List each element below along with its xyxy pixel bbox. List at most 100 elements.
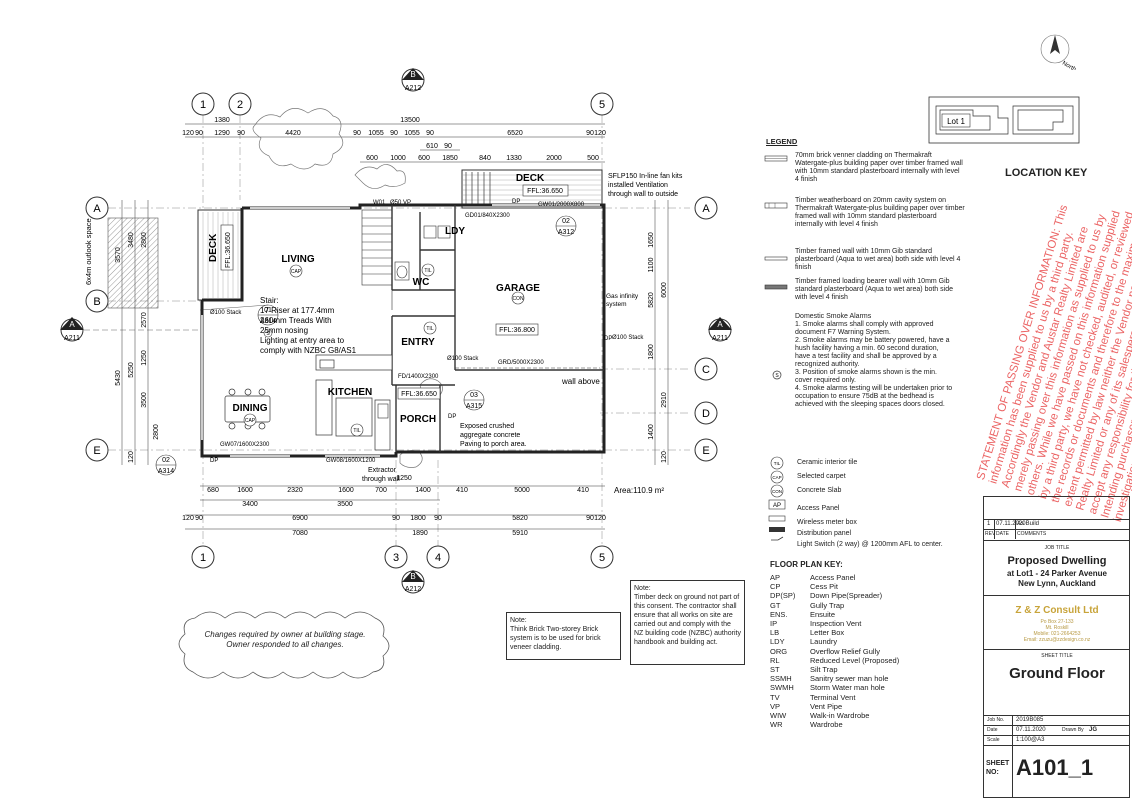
legend-item-3: Timber framed wall with 10mm Gib standar… [795, 248, 961, 271]
grid-label-left-e: E [93, 445, 100, 457]
room-label-porch: PORCH [400, 414, 436, 425]
svg-text:5000: 5000 [514, 487, 530, 494]
svg-text:3400: 3400 [242, 501, 258, 508]
svg-text:1600: 1600 [338, 487, 354, 494]
extractor-note: Extractor through wall [362, 467, 400, 483]
floor-key-item: DP(SP)Down Pipe(Spreader) [770, 591, 882, 600]
floor-key-code: DP(SP) [770, 591, 796, 601]
svg-text:A314: A314 [260, 318, 276, 325]
legend-item-1: 70mm brick venner cladding on Thermakraf… [795, 152, 963, 183]
floor-plan: 1 2 5 1 3 4 5 A B E A C D E [60, 68, 732, 679]
svg-text:S: S [775, 373, 779, 379]
floor-key-desc: Wardrobe [810, 720, 843, 730]
deck-top: DECK FFL:36.650 [461, 169, 603, 209]
north-label: North [1061, 61, 1077, 70]
svg-text:GW07/1600X2300: GW07/1600X2300 [220, 442, 270, 448]
sheet-number: A101_1 [1016, 755, 1094, 780]
grid-label-left-a: A [93, 203, 101, 215]
svg-text:700: 700 [375, 487, 387, 494]
svg-text:120: 120 [182, 130, 194, 137]
svg-text:A: A [717, 320, 723, 329]
room-label-wc: WC [413, 277, 430, 288]
floor-key-code: IP [770, 619, 778, 628]
svg-text:3500: 3500 [141, 392, 148, 408]
svg-text:120: 120 [128, 451, 135, 463]
floor-key-desc: Walk-in Wardrobe [810, 711, 870, 720]
ffl-deck-top: FFL:36.650 [527, 188, 563, 195]
svg-text:410: 410 [577, 487, 589, 494]
room-label-garage: GARAGE [496, 283, 540, 294]
svg-text:5820: 5820 [648, 292, 655, 308]
floor-key-code: AP [770, 573, 781, 582]
dimensions-right: 1650 6000 5820 1100 1800 2910 1400 120 [648, 200, 669, 465]
outlook-label: 6x4m outlook space [84, 218, 93, 285]
svg-text:A212: A212 [405, 586, 421, 593]
svg-text:DP: DP [512, 199, 520, 205]
svg-text:GRD/5000X2300: GRD/5000X2300 [498, 360, 544, 366]
grid-label-bottom-5: 5 [599, 552, 605, 564]
timber-note: Note: Timber deck on ground not part of … [630, 580, 745, 665]
room-label-living: LIVING [281, 254, 315, 265]
svg-text:120: 120 [661, 451, 668, 463]
comments-header: COMMENTS [1017, 531, 1047, 537]
grid-label-left-b: B [93, 296, 100, 308]
changes-note: Changes required by owner at building st… [204, 630, 366, 649]
symbol-legend-icons: TIL CAP CON AP [768, 456, 786, 541]
svg-text:1600: 1600 [237, 487, 253, 494]
grid-label-bottom-4: 4 [435, 552, 441, 564]
svg-text:680: 680 [207, 487, 219, 494]
svg-text:02: 02 [562, 218, 570, 225]
svg-text:TIL: TIL [424, 268, 431, 274]
window-lines [200, 203, 600, 458]
floor-key-code: ST [770, 665, 780, 674]
svg-text:500: 500 [587, 155, 599, 162]
svg-text:90: 90 [586, 515, 594, 522]
svg-text:AP: AP [773, 503, 781, 509]
room-label-deck-left: DECK [208, 233, 219, 262]
legend-item-4: Timber framed loading bearer wall with 1… [795, 278, 953, 301]
svg-text:GD01/840X2300: GD01/840X2300 [465, 213, 510, 219]
svg-text:120: 120 [594, 515, 606, 522]
svg-text:1850: 1850 [442, 155, 458, 162]
floor-key-desc: Cess Pit [810, 582, 838, 592]
floor-key-code: GT [770, 600, 781, 610]
job-address-2: New Lynn, Auckland [1018, 579, 1096, 588]
svg-text:13500: 13500 [400, 117, 420, 124]
svg-text:DP: DP [604, 336, 612, 342]
company-detail-line: Email: zzuzu@zzdesign.co.nz [1023, 637, 1091, 643]
floor-key-item: ST Silt Trap [770, 665, 838, 674]
svg-text:1055: 1055 [404, 130, 420, 137]
drawn-label: Drawn By [1062, 727, 1084, 733]
changes-cloud: Changes required by owner at building st… [178, 611, 390, 679]
floor-key-desc: Silt Trap [810, 665, 838, 674]
symbol-label-meter: Wireless meter box [797, 519, 857, 526]
svg-text:6520: 6520 [507, 130, 523, 137]
svg-text:CON: CON [512, 296, 524, 302]
floor-key-desc: Storm Water man hole [810, 683, 885, 693]
svg-text:1650: 1650 [648, 232, 655, 248]
svg-text:03: 03 [470, 392, 478, 399]
job-no-label: Job No. [987, 717, 1005, 723]
svg-text:2570: 2570 [141, 312, 148, 328]
floor-key-code: ORG [770, 646, 788, 656]
symbol-label-ap: Access Panel [797, 505, 840, 512]
floor-key-desc: Reduced Level (Proposed) [810, 655, 900, 665]
grid-label-bottom-3: 3 [393, 552, 399, 564]
smoke-alarm-icon: S [772, 370, 782, 380]
svg-text:610: 610 [426, 143, 438, 150]
ffl-porch: FFL:36.650 [401, 391, 437, 398]
floor-key-code: TV [770, 692, 780, 702]
section-marker-bottom: B A212 [401, 570, 425, 594]
brick-note: Note: Think Brick Two-storey Brick syste… [506, 612, 621, 660]
svg-text:1800: 1800 [648, 344, 655, 360]
grid-label-right-d: D [702, 408, 710, 420]
floor-key-item: ENS.Ensuite [770, 610, 835, 619]
symbol-label-distribution: Distribution panel [797, 530, 852, 537]
room-label-dining: DINING [233, 403, 268, 414]
svg-text:B: B [410, 572, 415, 581]
